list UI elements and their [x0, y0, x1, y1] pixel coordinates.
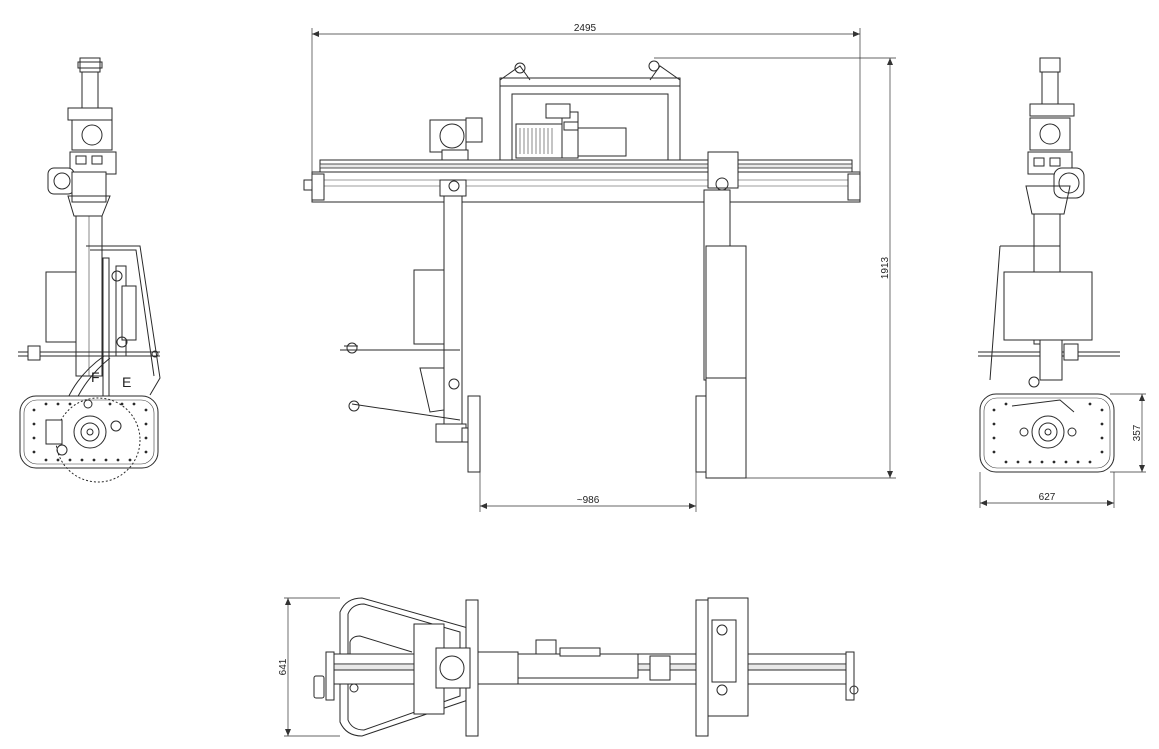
right-side-view: 357 627	[978, 57, 1146, 508]
dim-plan-depth: 641	[278, 658, 289, 675]
front-view: 2495 1913 ~986	[303, 23, 896, 512]
label-f: F	[91, 369, 100, 385]
dim-overall-width: 2495	[574, 23, 597, 34]
dim-inner-width: ~986	[577, 495, 600, 506]
dim-overall-height: 1913	[880, 256, 891, 279]
dim-side-height: 357	[1132, 424, 1143, 441]
label-e: E	[122, 374, 131, 390]
plan-view: 641	[278, 597, 859, 737]
left-side-view: F E	[18, 57, 161, 483]
dim-side-width: 627	[1039, 492, 1056, 503]
